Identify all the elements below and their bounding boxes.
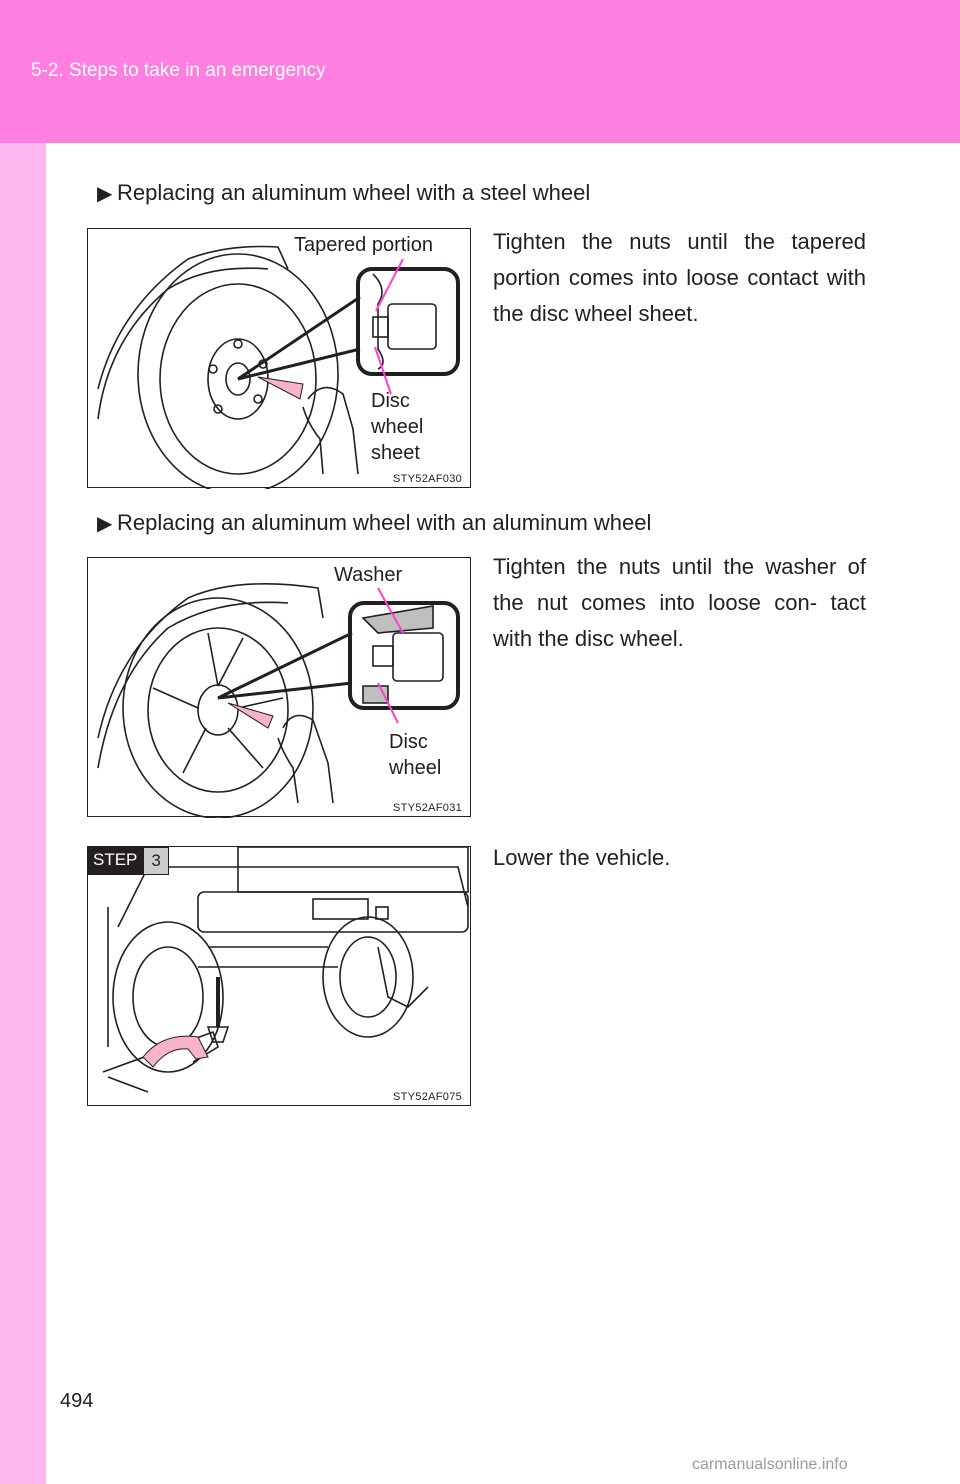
figure-code: STY52AF031 — [393, 802, 463, 814]
page-number: 494 — [60, 1390, 94, 1412]
label-washer: Washer — [334, 564, 403, 586]
bullet-text: Replacing an aluminum wheel with a steel… — [117, 180, 591, 205]
triangle-bullet-icon: ▶ — [97, 183, 113, 205]
instruction-steel: Tighten the nuts until the tapered porti… — [493, 229, 866, 326]
instruction-aluminum: Tighten the nuts until the washer of the… — [493, 554, 866, 651]
figure-code: STY52AF030 — [393, 473, 463, 485]
bullet-aluminum-wheel: ▶Replacing an aluminum wheel with an alu… — [97, 510, 651, 536]
bullet-text: Replacing an aluminum wheel with an alum… — [117, 510, 652, 535]
watermark: carmanualsonline.info — [692, 1456, 848, 1473]
page-header: 5-2. Steps to take in an emergency — [0, 0, 960, 143]
figure-code: STY52AF075 — [393, 1091, 463, 1103]
step-number: 3 — [143, 847, 169, 875]
label-disc-wheel-sheet-3: sheet — [371, 442, 420, 464]
wheel-illustration — [97, 245, 460, 489]
label-disc-wheel-1: Disc — [389, 731, 428, 753]
label-disc-wheel-sheet-1: Disc — [371, 390, 410, 412]
label-disc-wheel-sheet-2: wheel — [371, 416, 424, 438]
side-tab — [0, 143, 46, 1484]
wheel-illustration — [97, 582, 460, 818]
triangle-bullet-icon: ▶ — [97, 513, 113, 535]
bullet-steel-wheel: ▶Replacing an aluminum wheel with a stee… — [97, 180, 590, 206]
step-word: STEP — [88, 847, 144, 875]
label-disc-wheel-2: wheel — [389, 757, 442, 779]
section-title: 5-2. Steps to take in an emergency — [31, 60, 326, 81]
figure-aluminum-wheel: Washer Disc wheel STY52AF031 — [87, 557, 471, 818]
vehicle-illustration — [102, 847, 469, 1093]
instruction-lower: Lower the vehicle. — [493, 845, 671, 870]
figure-steel-wheel: Tapered portion Disc wheel sheet STY52AF… — [87, 228, 471, 489]
label-tapered-portion: Tapered portion — [294, 234, 433, 256]
